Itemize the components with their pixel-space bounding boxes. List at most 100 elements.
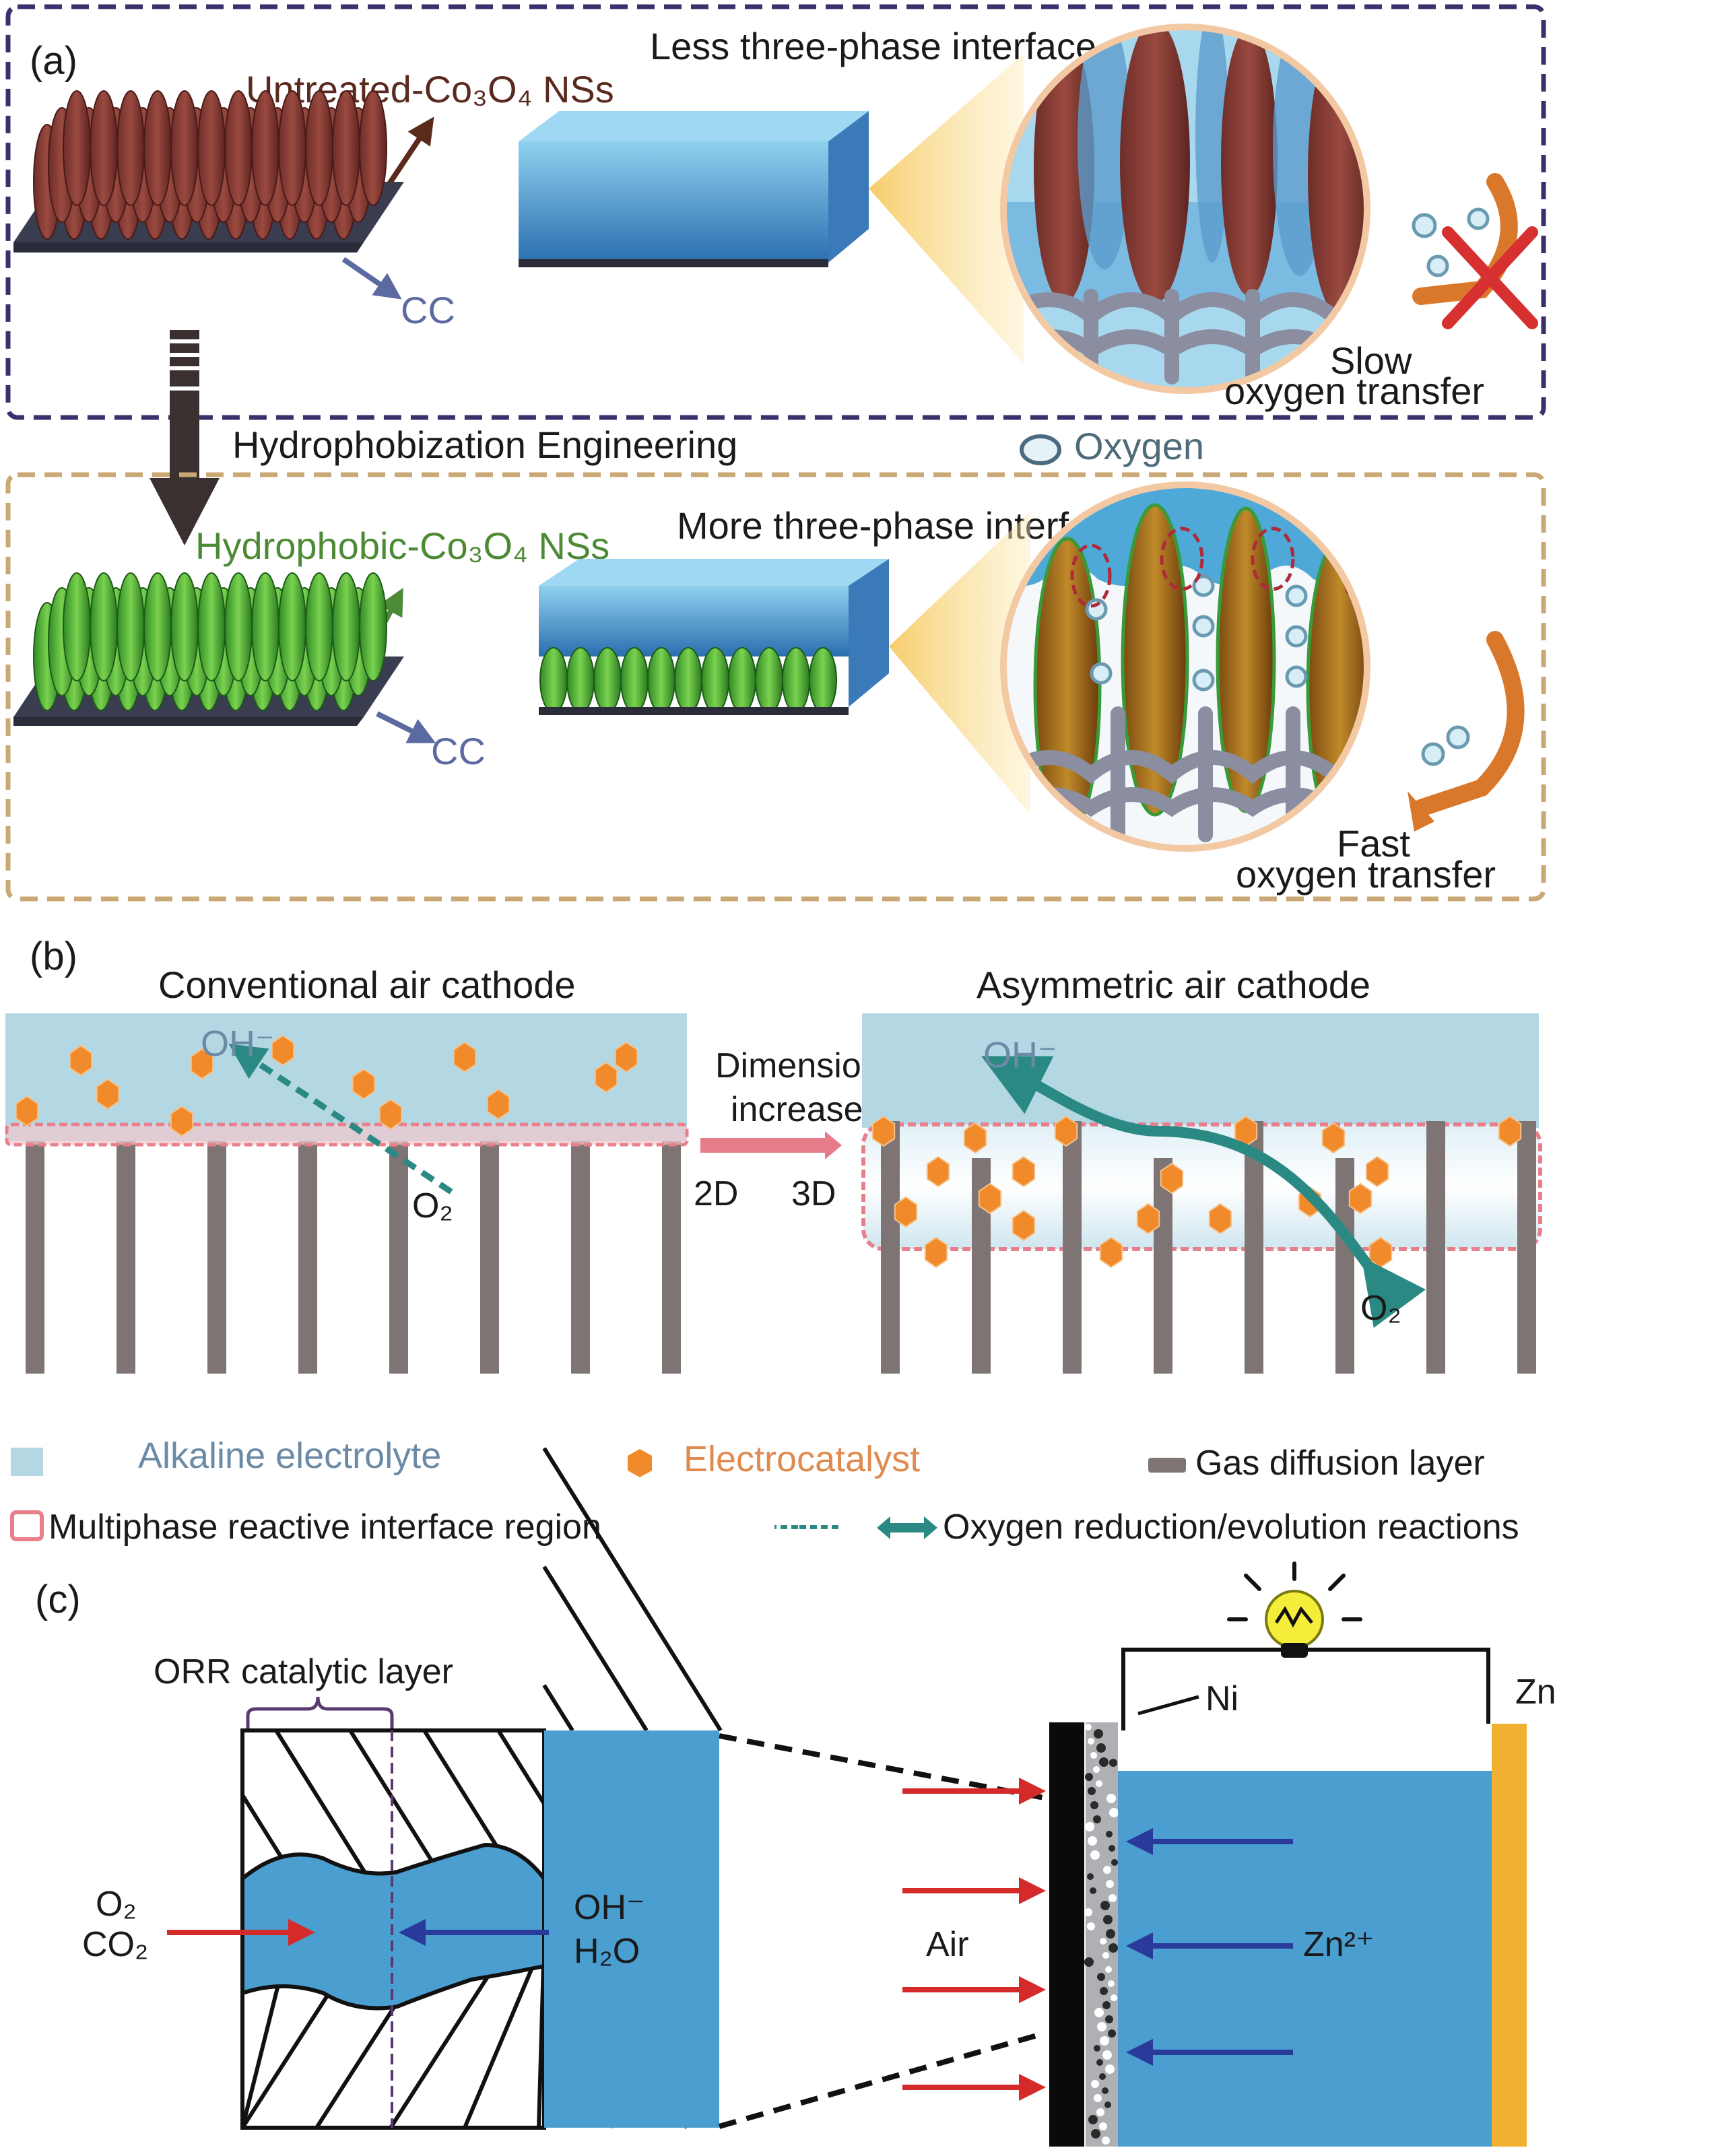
nanosheet — [278, 572, 306, 681]
hatch-line — [496, 1729, 546, 1805]
gas-diffusion-rod — [1426, 1121, 1445, 1374]
foam-pore — [1100, 2036, 1109, 2046]
foam-pore — [1109, 1845, 1115, 1852]
oxygen-bubble — [1285, 584, 1308, 607]
foam-pore — [1085, 1822, 1094, 1831]
untreated-box-border — [5, 4, 1546, 420]
foam-pore — [1106, 1794, 1116, 1803]
electrolyte-layer — [862, 1013, 1539, 1128]
catalyst-particle — [352, 1068, 376, 1100]
hatch-line — [542, 1684, 574, 1732]
electrolyte-layer — [5, 1013, 687, 1141]
oxygen-bubble — [1192, 615, 1215, 638]
zn-ion-label: Zn²⁺ — [1303, 1925, 1374, 1964]
foam-pore — [1091, 2129, 1100, 2138]
gas-diffusion-rod — [207, 1141, 226, 1374]
asymmetric-oh-label: OH⁻ — [983, 1035, 1057, 1075]
foam-pore — [1085, 1724, 1092, 1730]
nanosheet — [143, 572, 172, 681]
interface-legend-swatch — [10, 1510, 44, 1541]
gas-diffusion-electrode — [1049, 1722, 1084, 2147]
nanosheet — [539, 647, 568, 713]
foam-pore — [1090, 1801, 1098, 1809]
oxygen-legend-label: Oxygen — [1074, 425, 1204, 467]
foam-pore — [1104, 2101, 1111, 2108]
nanosheet — [755, 647, 783, 713]
h2o-label: H₂O — [574, 1932, 640, 1971]
nanosheet — [224, 572, 253, 681]
oxygen-bubble — [1192, 669, 1215, 692]
catalyst-particle — [1321, 1122, 1346, 1154]
oxygen-bubble — [1085, 598, 1108, 621]
air-label: Air — [926, 1925, 969, 1964]
dimension-arrow-shaft — [700, 1138, 828, 1153]
nanosheet — [224, 90, 253, 206]
foam-pore — [1097, 1973, 1105, 1981]
nanosheet — [90, 90, 118, 206]
oxygen-bubble — [1446, 725, 1470, 749]
catalyst-particle — [894, 1196, 918, 1228]
foam-pore — [1108, 2029, 1116, 2037]
nanosheet — [593, 647, 622, 713]
co2-label: CO₂ — [82, 1925, 148, 1964]
external-circuit-wire — [1121, 1648, 1490, 1730]
panel-c: (c) ORR catalytic layer O₂ CO₂ OH⁻ H₂O — [35, 1447, 1556, 2147]
nanosheet — [278, 90, 306, 206]
foam-pore — [1111, 1859, 1118, 1866]
layer-brace — [246, 1696, 394, 1729]
untreated-nanosheets-illustration — [13, 90, 404, 252]
panel-b-tag: (b) — [30, 935, 77, 978]
hatch-line — [542, 1447, 723, 1732]
catalyst-particle — [378, 1098, 403, 1131]
nanosheet — [117, 90, 145, 206]
zinc-air-battery: Air Zn²⁺ Ni Zn — [902, 1561, 1556, 2147]
catalyst-particle — [1160, 1162, 1184, 1194]
foam-pore — [1087, 1922, 1095, 1930]
nanosheet — [251, 90, 279, 206]
nanosheet — [566, 647, 595, 713]
foam-pore — [1102, 2050, 1112, 2060]
oxygen-bubble — [1467, 207, 1490, 230]
nanosheet — [170, 572, 199, 681]
nanosheet — [197, 90, 226, 206]
oxygen-bubble — [1090, 662, 1113, 685]
interface-legend-label: Multiphase reactive interface region — [48, 1508, 601, 1547]
catalyst-particle — [871, 1115, 896, 1147]
zn-label: Zn — [1515, 1673, 1556, 1712]
o2-label: O₂ — [96, 1885, 137, 1924]
electrolyte-tank — [1118, 1771, 1492, 2147]
magnifier-cone-top — [869, 54, 1024, 364]
hydrophobic-label: Hydrophobic-Co₃O₄ NSs — [195, 525, 609, 567]
catalyst-particle — [271, 1034, 295, 1067]
conventional-o2-label: O₂ — [412, 1186, 453, 1225]
foam-pore — [1099, 2122, 1107, 2130]
gas-diffusion-rod — [389, 1141, 408, 1374]
catalyst-particle — [1498, 1115, 1522, 1147]
cc-pointer-arrow-bottom — [376, 711, 436, 743]
nanosheet — [170, 90, 199, 206]
electrolyte-legend-label: Alkaline electrolyte — [138, 1436, 441, 1476]
hydrophobic-electrolyte-block — [539, 559, 889, 715]
catalyst-particle — [1099, 1236, 1123, 1269]
catalyst-legend-label: Electrocatalyst — [684, 1439, 920, 1479]
catalyst-particle — [926, 1155, 950, 1188]
electrolyte-block — [544, 1730, 719, 2128]
conventional-cathode-diagram: OH⁻ O₂ — [5, 1013, 689, 1374]
hatch-line — [542, 1565, 649, 1732]
gas-diffusion-rod — [881, 1121, 900, 1374]
foam-pore — [1111, 1994, 1117, 2001]
magnified-view-untreated — [1000, 24, 1370, 394]
catalyst-particle — [1012, 1155, 1036, 1188]
less-interface-title: Less three-phase interface — [650, 25, 1096, 67]
hatch-line — [537, 1939, 546, 2128]
fast-transfer-symbol — [1408, 631, 1525, 832]
interface-region-2d — [5, 1122, 689, 1147]
nanosheet — [809, 647, 837, 713]
cc-pointer-arrow-top — [341, 257, 402, 300]
catalyst-particle — [486, 1088, 510, 1120]
nanosheet — [332, 90, 360, 206]
catalyst-particle — [978, 1182, 1002, 1215]
foam-pore — [1106, 1880, 1114, 1888]
foam-pore — [1109, 1759, 1117, 1767]
